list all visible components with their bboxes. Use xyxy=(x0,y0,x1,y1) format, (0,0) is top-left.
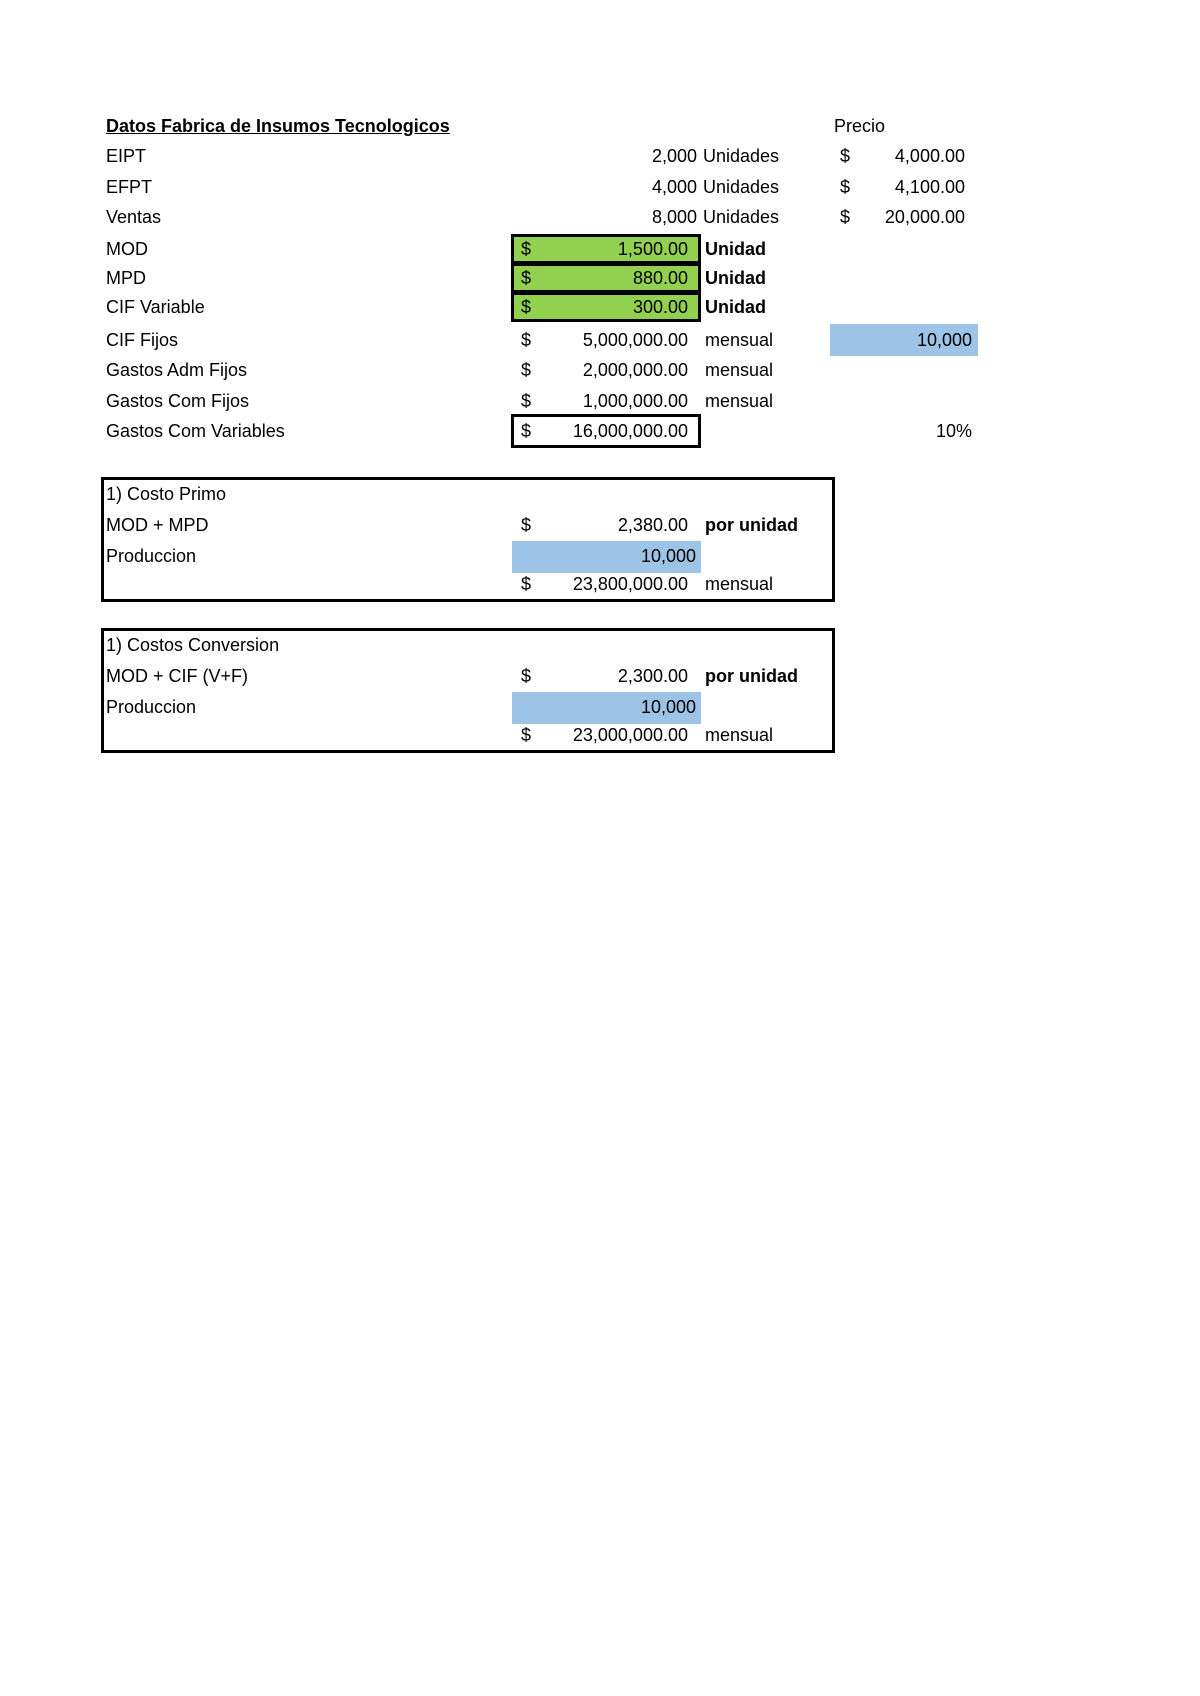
label-ventas: Ventas xyxy=(106,207,162,227)
qty-efpt: 4,000 xyxy=(651,177,697,197)
unit-cif-fijos: mensual xyxy=(705,330,774,350)
price-efpt: 4,100.00 xyxy=(894,177,965,197)
costos-conversion-box xyxy=(101,628,835,753)
currency-ventas: $ xyxy=(840,207,851,227)
costos-conversion-prod-label: Produccion xyxy=(106,697,197,717)
outlined-cell-gastos-com-variables[interactable] xyxy=(511,414,701,448)
sheet-title: Datos Fabrica de Insumos Tecnologicos xyxy=(106,116,450,136)
label-gastos-com-fijos: Gastos Com Fijos xyxy=(106,391,250,411)
costo-primo-prod-label: Produccion xyxy=(106,546,197,566)
blue-cell-cif-fijos-extra[interactable] xyxy=(830,324,978,356)
currency-cif-variable: $ xyxy=(521,297,532,317)
label-cif-fijos: CIF Fijos xyxy=(106,330,178,350)
percent-gastos-com-variables: 10% xyxy=(935,421,972,441)
costos-conversion-total-value: 23,000,000.00 xyxy=(572,725,688,745)
currency-gastos-com-fijos: $ xyxy=(521,391,532,411)
value-gastos-adm-fijos: 2,000,000.00 xyxy=(582,360,688,380)
label-mpd: MPD xyxy=(106,268,146,288)
unit-ventas: Unidades xyxy=(703,207,780,227)
costos-conversion-prod-value: 10,000 xyxy=(640,697,696,717)
currency-mpd: $ xyxy=(521,268,532,288)
costo-primo-total-unit: mensual xyxy=(705,574,774,594)
label-gastos-adm-fijos: Gastos Adm Fijos xyxy=(106,360,248,380)
currency-efpt: $ xyxy=(840,177,851,197)
unit-eipt: Unidades xyxy=(703,146,780,166)
costo-primo-prod-value: 10,000 xyxy=(640,546,696,566)
blue-cell-costo-primo-produccion[interactable] xyxy=(512,541,701,573)
costo-primo-title: 1) Costo Primo xyxy=(106,484,227,504)
costos-conversion-formula-value: 2,300.00 xyxy=(617,666,688,686)
unit-gastos-com-fijos: mensual xyxy=(705,391,774,411)
costos-conversion-currency: $ xyxy=(521,666,532,686)
green-cell-cif-variable[interactable] xyxy=(511,292,701,322)
price-eipt: 4,000.00 xyxy=(894,146,965,166)
label-eipt: EIPT xyxy=(106,146,147,166)
precio-header: Precio xyxy=(834,116,886,136)
extra-cif-fijos: 10,000 xyxy=(916,330,972,350)
costo-primo-formula-value: 2,380.00 xyxy=(617,515,688,535)
costo-primo-total-value: 23,800,000.00 xyxy=(572,574,688,594)
currency-gastos-com-variables: $ xyxy=(521,421,532,441)
costo-primo-box xyxy=(101,477,835,602)
value-mod: 1,500.00 xyxy=(617,239,688,259)
green-cell-mpd[interactable] xyxy=(511,263,701,293)
costos-conversion-total-currency: $ xyxy=(521,725,532,745)
blue-cell-costos-conversion-produccion[interactable] xyxy=(512,692,701,724)
label-mod: MOD xyxy=(106,239,148,259)
value-gastos-com-fijos: 1,000,000.00 xyxy=(582,391,688,411)
costos-conversion-total-unit: mensual xyxy=(705,725,774,745)
qty-eipt: 2,000 xyxy=(651,146,697,166)
currency-gastos-adm-fijos: $ xyxy=(521,360,532,380)
unit-mpd: Unidad xyxy=(705,268,766,288)
qty-ventas: 8,000 xyxy=(651,207,697,227)
value-gastos-com-variables: 16,000,000.00 xyxy=(572,421,688,441)
unit-gastos-adm-fijos: mensual xyxy=(705,360,774,380)
value-mpd: 880.00 xyxy=(632,268,688,288)
green-cell-mod[interactable] xyxy=(511,234,701,264)
costo-primo-total-currency: $ xyxy=(521,574,532,594)
label-cif-variable: CIF Variable xyxy=(106,297,205,317)
costos-conversion-formula-label: MOD + CIF (V+F) xyxy=(106,666,249,686)
value-cif-fijos: 5,000,000.00 xyxy=(582,330,688,350)
costo-primo-currency: $ xyxy=(521,515,532,535)
costo-primo-formula-label: MOD + MPD xyxy=(106,515,209,535)
label-gastos-com-variables: Gastos Com Variables xyxy=(106,421,285,441)
currency-eipt: $ xyxy=(840,146,851,166)
costos-conversion-formula-unit: por unidad xyxy=(705,666,798,686)
currency-mod: $ xyxy=(521,239,532,259)
costo-primo-formula-unit: por unidad xyxy=(705,515,798,535)
price-ventas: 20,000.00 xyxy=(884,207,965,227)
currency-cif-fijos: $ xyxy=(521,330,532,350)
label-efpt: EFPT xyxy=(106,177,153,197)
unit-mod: Unidad xyxy=(705,239,766,259)
costos-conversion-title: 1) Costos Conversion xyxy=(106,635,280,655)
unit-efpt: Unidades xyxy=(703,177,780,197)
value-cif-variable: 300.00 xyxy=(632,297,688,317)
unit-cif-variable: Unidad xyxy=(705,297,766,317)
